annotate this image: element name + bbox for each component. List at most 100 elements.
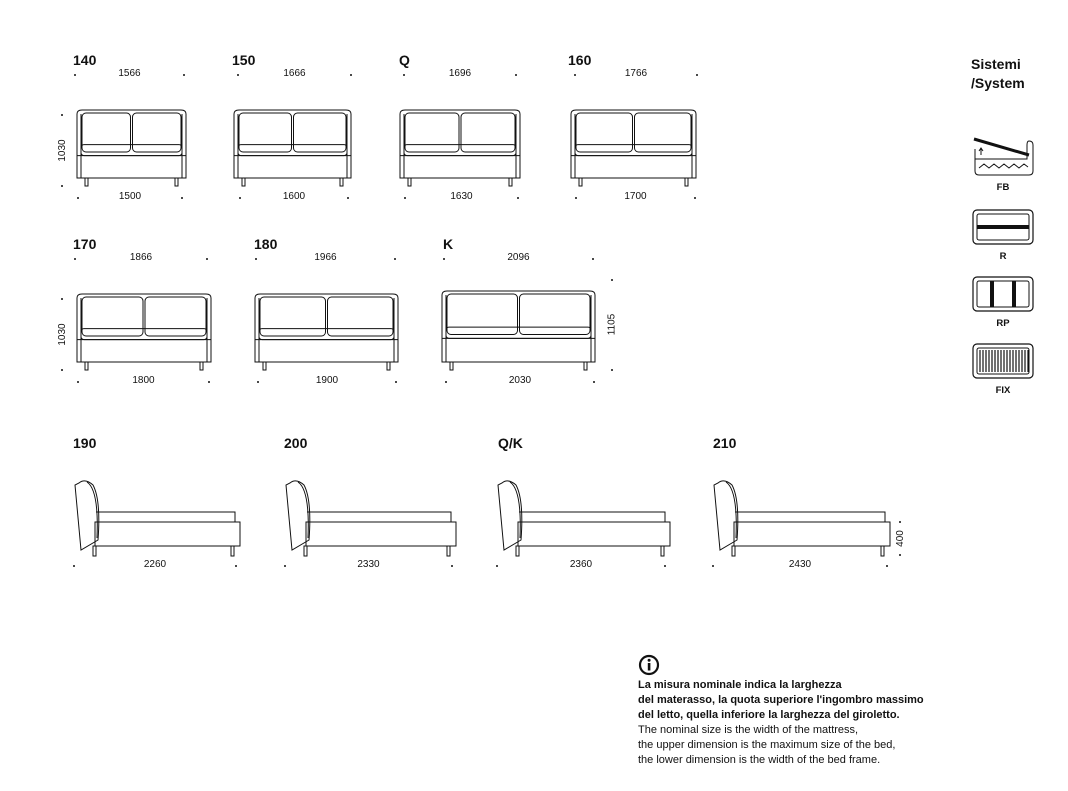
frame-width-dimension: 2030: [508, 375, 532, 386]
bed-front-view: [399, 109, 521, 187]
bed-front-view: [233, 109, 352, 187]
length-dimension: 2430: [788, 559, 812, 570]
bed-front-view: [254, 293, 399, 371]
length-dimension: 2360: [569, 559, 593, 570]
bed-side-view: [74, 480, 241, 557]
dimension-dot: [181, 197, 183, 199]
frame-width-dimension: 1700: [624, 191, 647, 202]
note-en-1: The nominal size is the width of the mat…: [638, 724, 859, 736]
dimension-dot: [517, 197, 519, 199]
dimension-dot: [183, 74, 185, 76]
dimension-dot: [77, 381, 79, 383]
dimension-dot: [77, 197, 79, 199]
overall-width-dimension: 1696: [448, 68, 472, 79]
info-icon: [638, 654, 660, 681]
dimension-dot: [445, 381, 447, 383]
size-label: 150: [232, 52, 256, 68]
note-en-3: the lower dimension is the width of the …: [638, 754, 881, 766]
systems-title-en: /System: [971, 75, 1025, 91]
bed-front-view: [76, 293, 212, 371]
size-label: Q/K: [498, 435, 523, 451]
dimension-dot: [61, 369, 63, 371]
dimension-dot: [74, 258, 76, 260]
dimension-dot: [899, 521, 901, 523]
dimension-dot: [237, 74, 239, 76]
dimension-dot: [73, 565, 75, 567]
overall-width-dimension: 1966: [314, 252, 337, 263]
dimension-dot: [61, 114, 63, 116]
dimension-dot: [395, 381, 397, 383]
size-label: 180: [254, 236, 278, 252]
system-code: RP: [996, 318, 1010, 329]
dimension-dot: [696, 74, 698, 76]
size-label: 140: [73, 52, 97, 68]
overall-width-dimension: 1766: [624, 68, 648, 79]
dimension-dot: [208, 381, 210, 383]
bed-front-view: [441, 290, 596, 371]
slatted-base-r-icon: [972, 209, 1034, 245]
size-label: 190: [73, 435, 97, 451]
systems-title-it: Sistemi: [971, 56, 1021, 72]
dimension-dot: [239, 197, 241, 199]
bed-side-view: [285, 480, 457, 557]
dimension-dot: [350, 74, 352, 76]
bed-front-view: [76, 109, 187, 187]
slatted-base-rp-icon: [972, 276, 1034, 312]
length-dimension: 2330: [357, 559, 380, 570]
height-dimension: 1030: [56, 138, 68, 162]
note-it-3: del letto, quella inferiore la larghezza…: [638, 709, 900, 721]
height-dimension: 1105: [606, 313, 618, 336]
system-code: R: [999, 251, 1007, 262]
dimension-dot: [611, 279, 613, 281]
size-label: 210: [713, 435, 737, 451]
dimension-dot: [593, 381, 595, 383]
bed-side-view: [713, 480, 891, 557]
dimension-dot: [694, 197, 696, 199]
bed-side-view: [497, 480, 671, 557]
overall-width-dimension: 1866: [129, 252, 153, 263]
frame-width-dimension: 1800: [132, 375, 155, 386]
frame-width-dimension: 1630: [450, 191, 473, 202]
height-dimension: 400: [894, 529, 906, 547]
overall-width-dimension: 2096: [507, 252, 530, 263]
dimension-dot: [443, 258, 445, 260]
dimension-dot: [899, 554, 901, 556]
dimension-dot: [206, 258, 208, 260]
frame-width-dimension: 1500: [118, 191, 142, 202]
dimension-dot: [284, 565, 286, 567]
dimension-dot: [235, 565, 237, 567]
frame-width-dimension: 1600: [282, 191, 306, 202]
dimension-dot: [61, 185, 63, 187]
dimension-dot: [664, 565, 666, 567]
dimension-dot: [592, 258, 594, 260]
overall-width-dimension: 1666: [283, 68, 306, 79]
note-en-2: the upper dimension is the maximum size …: [638, 739, 896, 751]
bed-front-view: [570, 109, 697, 187]
overall-width-dimension: 1566: [118, 68, 141, 79]
system-code: FIX: [995, 385, 1011, 396]
size-label: 160: [568, 52, 592, 68]
dimension-dot: [496, 565, 498, 567]
dimension-dot: [404, 197, 406, 199]
dimension-dot: [257, 381, 259, 383]
size-label: 200: [284, 435, 308, 451]
dimension-dot: [886, 565, 888, 567]
dimension-dot: [515, 74, 517, 76]
dimension-dot: [575, 197, 577, 199]
dimension-dot: [403, 74, 405, 76]
dimension-dot: [712, 565, 714, 567]
note-it-1: La misura nominale indica la larghezza: [638, 679, 842, 691]
dimension-dot: [74, 74, 76, 76]
dimension-dot: [394, 258, 396, 260]
system-code: FB: [996, 182, 1010, 193]
fixed-slats-icon: [972, 343, 1034, 379]
size-label: K: [443, 236, 454, 252]
dimension-dot: [347, 197, 349, 199]
size-label: 170: [73, 236, 97, 252]
dimension-dot: [611, 369, 613, 371]
height-dimension: 1030: [56, 322, 68, 346]
dimension-dot: [255, 258, 257, 260]
dimension-dot: [451, 565, 453, 567]
systems-title: Sistemi /System: [971, 55, 1025, 93]
lift-storage-bed-icon: [973, 137, 1034, 176]
